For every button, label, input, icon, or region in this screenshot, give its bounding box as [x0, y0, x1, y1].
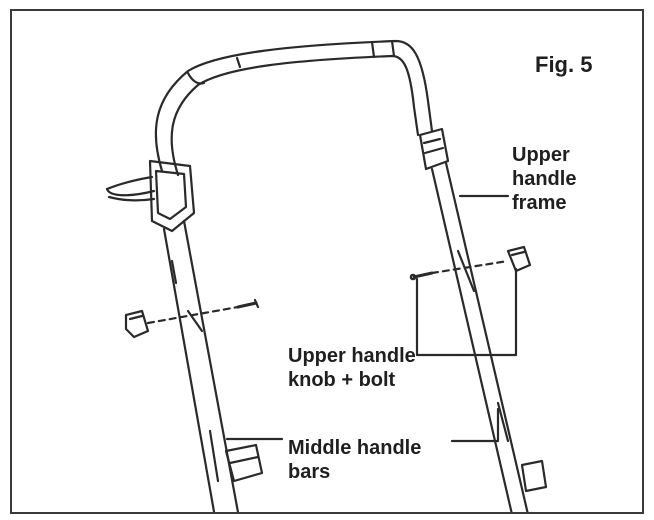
right-handle-bar [430, 161, 529, 512]
label-line: Upper [512, 144, 570, 166]
left-handle-bar [162, 219, 240, 512]
label-upper-handle-frame: Upper handle frame [512, 143, 576, 215]
figure-title: Fig. 5 [535, 52, 593, 77]
right-clamp [418, 127, 450, 171]
label-middle-handle-bars: Middle handle bars [288, 436, 421, 484]
mower-handle-diagram [105, 39, 548, 512]
bolt-icon [409, 271, 434, 281]
left-assembly-dash-line [146, 305, 240, 325]
right-assembly-dash-line [430, 259, 510, 275]
bolt-icon [236, 298, 260, 309]
figure-frame: Fig. 5 Upper handle frame Upper handle k… [10, 9, 644, 514]
label-upper-handle-knob-bolt: Upper handle knob + bolt [288, 344, 416, 392]
right-lower-knob [520, 459, 548, 493]
label-line: frame [512, 192, 567, 214]
label-line: knob + bolt [288, 369, 396, 391]
label-line: handle [512, 168, 577, 190]
left-switch-housing [105, 159, 196, 233]
leader-lines [225, 194, 518, 443]
label-line: bars [288, 461, 331, 483]
left-lower-knob [224, 443, 264, 483]
label-line: Middle handle [288, 437, 422, 459]
label-line: Upper handle [288, 345, 416, 367]
knob-icon [506, 245, 532, 273]
knob-icon [124, 309, 150, 339]
upper-handle-frame-loop [154, 39, 434, 177]
